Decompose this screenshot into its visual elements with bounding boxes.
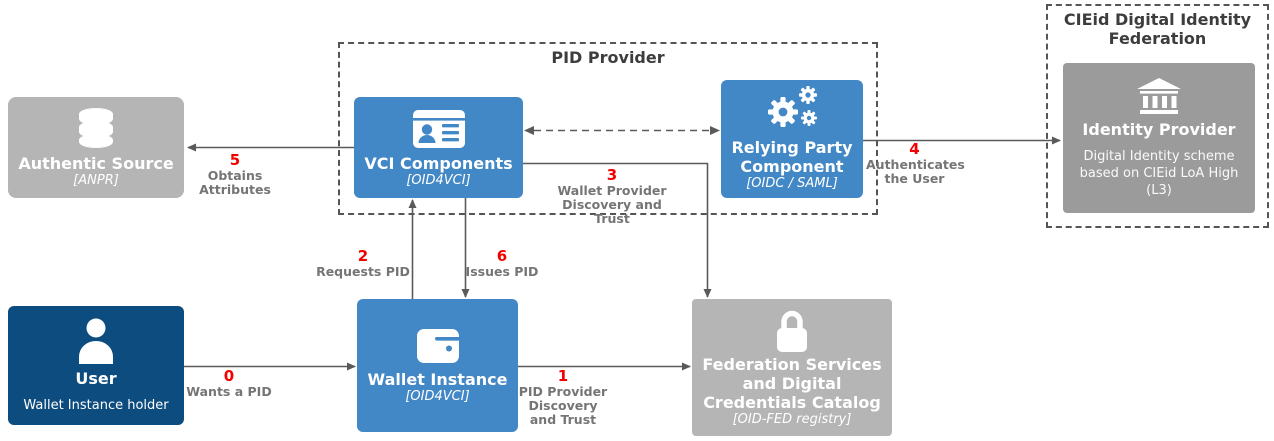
edge-1-number: 1 — [557, 367, 569, 385]
database-icon — [79, 107, 113, 148]
pid-provider-group-title: PID Provider — [551, 48, 665, 67]
vci-components-node: VCI Components [OID4VCI] — [354, 97, 523, 198]
edge-2-number: 2 — [357, 247, 369, 265]
vci-components-title: VCI Components — [364, 153, 513, 173]
identity-provider-node: Identity Provider Digital Identity schem… — [1063, 63, 1255, 213]
edge-3-number: 3 — [606, 166, 618, 184]
wallet-instance-subtitle: [OID4VCI] — [405, 388, 470, 404]
bank-icon — [1137, 77, 1181, 114]
gears-icon — [768, 86, 817, 127]
federation-services-subtitle: [OID-FED registry] — [732, 411, 852, 427]
edge-2-label: 2 Requests PID — [314, 248, 412, 279]
edge-0-number: 0 — [223, 367, 235, 385]
edge-6-text: Issues PID — [465, 264, 539, 279]
user-title: User — [75, 368, 117, 388]
authentic-source-title: Authentic Source — [18, 153, 174, 173]
wallet-icon — [416, 328, 460, 363]
edge-6-number: 6 — [496, 247, 508, 265]
edge-0-label: 0 Wants a PID — [185, 368, 273, 399]
edge-2-text: Requests PID — [316, 264, 410, 279]
edge-5-number: 5 — [229, 151, 241, 169]
relying-party-subtitle: [OIDC / SAML] — [746, 176, 838, 191]
edge-4-number: 4 — [909, 140, 920, 158]
person-icon — [79, 318, 113, 364]
authentic-source-subtitle: [ANPR] — [73, 172, 119, 188]
user-node: User Wallet Instance holder — [8, 306, 184, 425]
authentic-source-node: Authentic Source [ANPR] — [8, 97, 184, 198]
user-subtitle: Wallet Instance holder — [23, 397, 169, 413]
identity-provider-title: Identity Provider — [1082, 119, 1236, 139]
vci-components-subtitle: [OID4VCI] — [406, 172, 471, 188]
lock-icon — [777, 310, 807, 352]
wallet-instance-node: Wallet Instance [OID4VCI] — [357, 299, 518, 432]
edge-0-text: Wants a PID — [186, 384, 272, 399]
id-card-icon — [412, 109, 465, 148]
edge-6-label: 6 Issues PID — [463, 248, 541, 279]
wallet-instance-title: Wallet Instance — [367, 369, 508, 389]
